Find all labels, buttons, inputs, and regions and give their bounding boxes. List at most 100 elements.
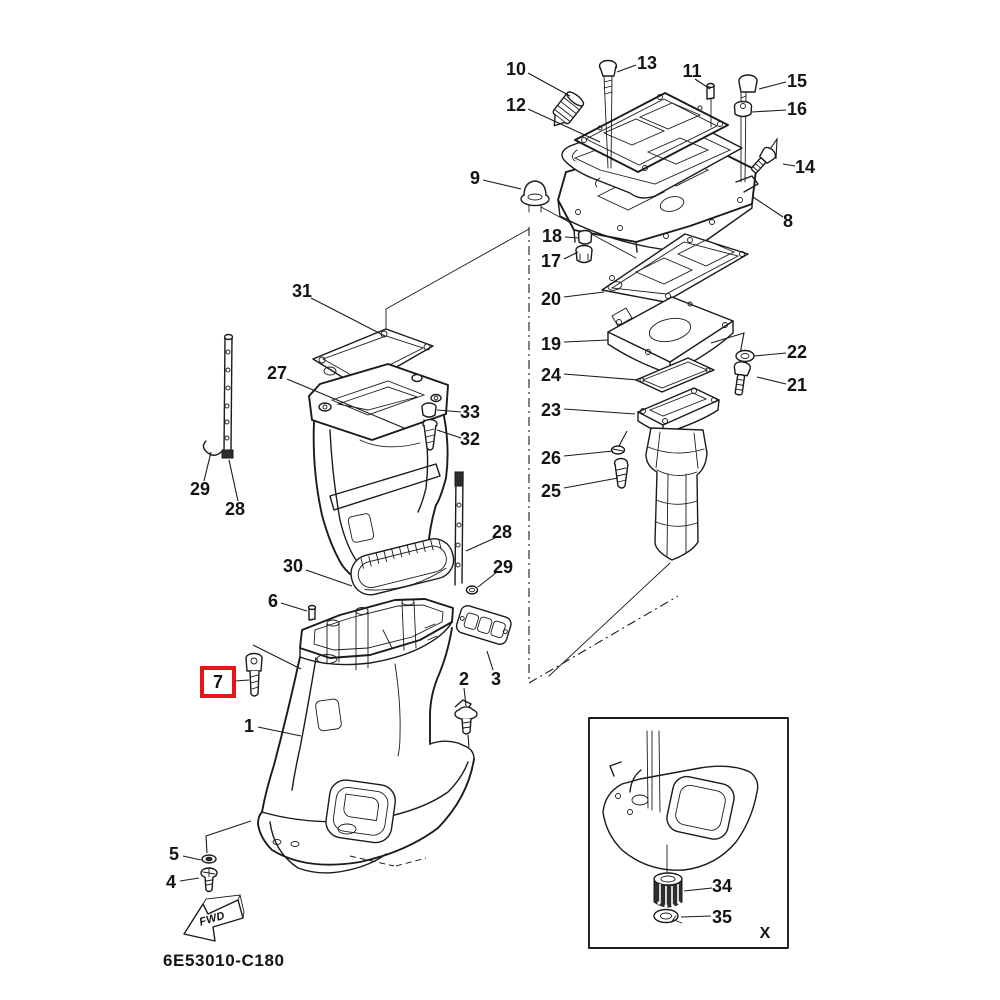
callout-34[interactable]: 34 <box>712 876 732 896</box>
callout-24[interactable]: 24 <box>541 365 561 385</box>
plug-10 <box>552 91 585 127</box>
leader-line-29 <box>477 571 498 588</box>
callout-31[interactable]: 31 <box>292 281 312 301</box>
callout-18[interactable]: 18 <box>542 226 562 246</box>
leader-line-17 <box>563 251 579 260</box>
callout-10[interactable]: 10 <box>506 59 526 79</box>
callout-29[interactable]: 29 <box>493 557 513 577</box>
exhaust-plate-19 <box>607 296 734 375</box>
callout-27[interactable]: 27 <box>267 363 287 383</box>
gasket-24 <box>635 357 715 393</box>
water-tube-28-left <box>221 333 234 459</box>
callout-25[interactable]: 25 <box>541 481 561 501</box>
muffler-seat-23 <box>637 387 720 435</box>
bolt-7 <box>245 652 263 697</box>
bolt-25 <box>613 457 629 489</box>
callout-16[interactable]: 16 <box>787 99 807 119</box>
callout-13[interactable]: 13 <box>637 53 657 73</box>
callout-12[interactable]: 12 <box>506 95 526 115</box>
leader-line-34 <box>683 887 713 892</box>
leader-line-15 <box>758 81 787 90</box>
upper-casing-group <box>202 328 479 621</box>
leader-line-14 <box>782 163 796 167</box>
callout-26[interactable]: 26 <box>541 448 561 468</box>
washer-35 <box>653 908 683 924</box>
bolt-13 <box>598 59 618 169</box>
screw-26 <box>610 445 626 455</box>
bearing-34 <box>653 872 683 908</box>
gasket-3 <box>455 605 512 645</box>
drawing-code: 6E53010-C180 <box>163 951 285 970</box>
callout-29[interactable]: 29 <box>190 479 210 499</box>
callout-2[interactable]: 2 <box>459 669 469 689</box>
leader-line-35 <box>680 915 712 918</box>
callout-5[interactable]: 5 <box>169 844 179 864</box>
callout-8[interactable]: 8 <box>783 211 793 231</box>
leader-line-4 <box>179 877 200 882</box>
callout-17[interactable]: 17 <box>541 251 561 271</box>
bolt-4 <box>200 867 218 893</box>
leader-line-27 <box>286 378 405 429</box>
pin-11 <box>706 82 715 128</box>
leader-line-2 <box>463 687 467 707</box>
callout-15[interactable]: 15 <box>787 71 807 91</box>
leader-line-31 <box>310 297 386 337</box>
grommet-9 <box>520 180 550 213</box>
inset-casing-bottom-view <box>602 730 759 877</box>
callout-32[interactable]: 32 <box>460 429 480 449</box>
callout-1[interactable]: 1 <box>244 716 254 736</box>
leader-line-19 <box>563 339 609 343</box>
callout-23[interactable]: 23 <box>541 400 561 420</box>
callout-28[interactable]: 28 <box>492 522 512 542</box>
exhaust-plate-20 <box>601 233 749 303</box>
leader-line-21 <box>756 376 787 385</box>
callout-35[interactable]: 35 <box>712 907 732 927</box>
callout-9[interactable]: 9 <box>470 168 480 188</box>
leader-line-13 <box>616 64 637 73</box>
callout-30[interactable]: 30 <box>283 556 303 576</box>
leader-line-1 <box>257 726 302 737</box>
callout-20[interactable]: 20 <box>541 289 561 309</box>
callout-11[interactable]: 11 <box>682 61 701 81</box>
nut-33 <box>421 402 437 418</box>
leader-line-32 <box>436 429 462 439</box>
lower-casing-1 <box>257 598 475 874</box>
muffler-pipe <box>645 427 708 561</box>
leader-line-9 <box>482 179 522 190</box>
callout-19[interactable]: 19 <box>541 334 561 354</box>
callout-7[interactable]: 7 <box>213 672 223 692</box>
leader-line-8 <box>752 196 784 218</box>
leader-line-28 <box>228 459 239 502</box>
leader-line-28 <box>465 536 498 552</box>
water-seal-30 <box>350 538 455 596</box>
leader-line-23 <box>563 408 636 415</box>
nut-16 <box>733 100 753 118</box>
leader-line-6 <box>280 602 308 612</box>
tube-clip-29-left <box>202 440 222 456</box>
callout-4[interactable]: 4 <box>166 872 176 892</box>
bolt-14 <box>750 146 777 174</box>
callout-22[interactable]: 22 <box>787 342 807 362</box>
callout-28[interactable]: 28 <box>225 499 245 519</box>
leader-line-30 <box>305 569 353 587</box>
pin-6 <box>307 604 317 621</box>
callout-3[interactable]: 3 <box>491 669 501 689</box>
washer-5 <box>201 854 217 864</box>
fwd-arrow: FWD <box>183 894 245 942</box>
leader-line-24 <box>563 373 639 381</box>
lower-casing-group <box>200 598 512 893</box>
bolt-32 <box>422 418 438 451</box>
callout-33[interactable]: 33 <box>460 402 480 422</box>
nut-18 <box>577 229 593 245</box>
callout-21[interactable]: 21 <box>787 375 807 395</box>
leader-line-33 <box>436 409 462 413</box>
inset-box-border <box>588 717 789 949</box>
leader-line-16 <box>751 109 787 113</box>
leader-line-26 <box>563 450 614 457</box>
callout-6[interactable]: 6 <box>268 591 278 611</box>
exhaust-stack-group <box>520 59 777 561</box>
callout-14[interactable]: 14 <box>795 157 815 177</box>
